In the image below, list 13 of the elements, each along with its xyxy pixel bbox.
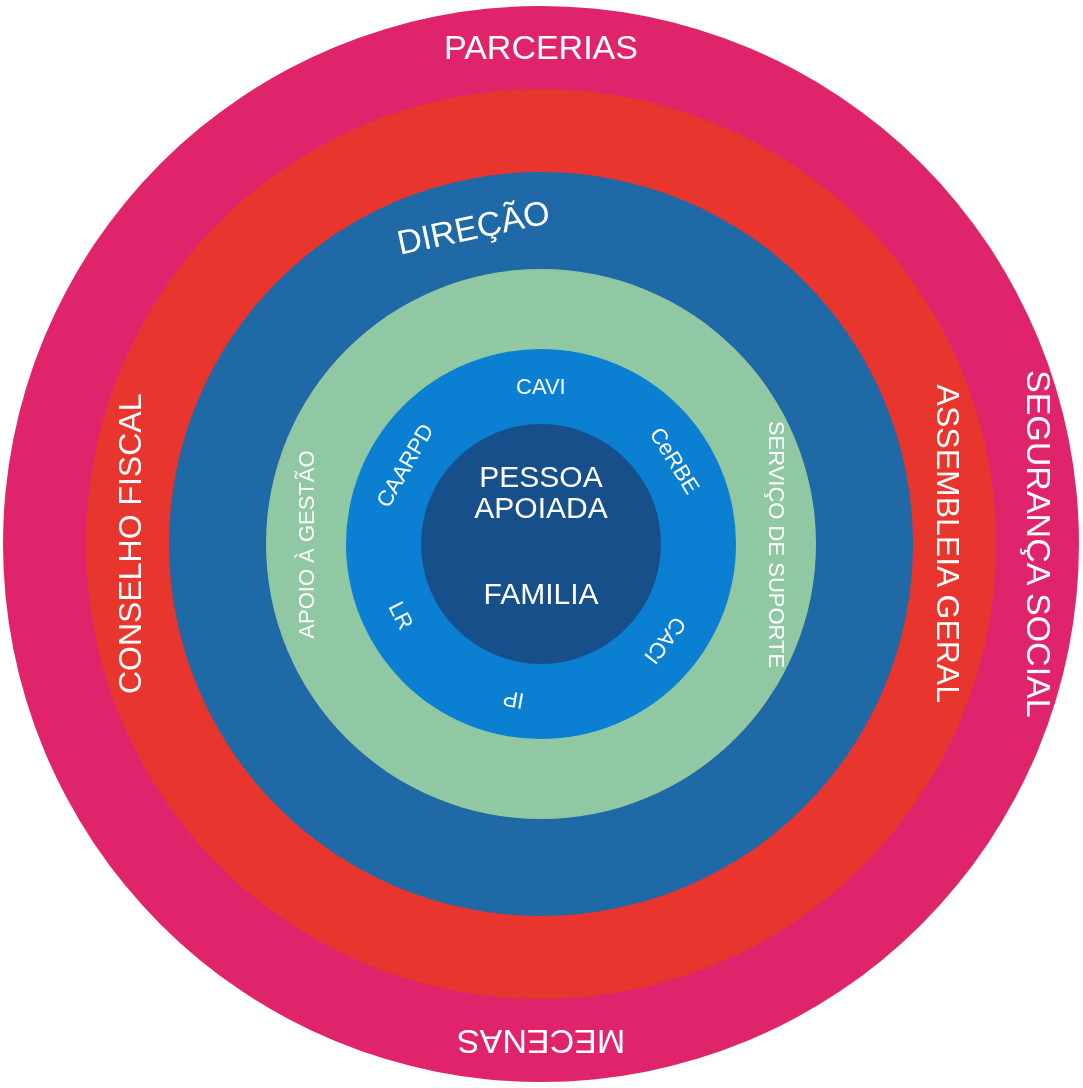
center-label: PESSOA APOIADA: [473, 460, 609, 524]
ring-label: CONSELHO FISCAL: [114, 393, 149, 695]
ring-label: APOIO À GESTÃO: [294, 449, 318, 639]
ring-label: LR: [384, 597, 418, 634]
ring-label: ASSEMBLEIA GERAL: [929, 384, 964, 703]
ring-label: PARCERIAS: [444, 29, 638, 66]
ring-label: SERVIÇO DE SUPORTE: [764, 420, 788, 668]
ring-label: MECENAS: [457, 1022, 626, 1059]
ring-label: SEGURANÇA SOCIAL: [1019, 370, 1056, 718]
ring-label: CAVI: [516, 375, 566, 399]
ring-label: IP: [501, 685, 526, 713]
ring-label: DIREÇÃO: [394, 193, 554, 261]
center-label: FAMILIA: [483, 578, 599, 610]
